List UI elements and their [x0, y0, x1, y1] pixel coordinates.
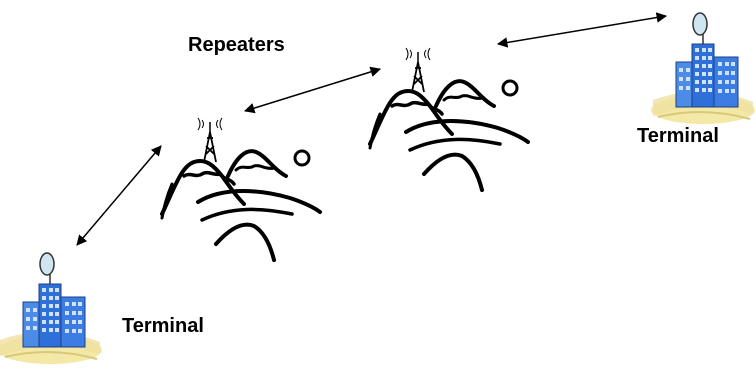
repeater-2 [368, 46, 530, 192]
radio-tower-mountain-icon [368, 46, 530, 192]
link-arrow-repeater1-repeater2 [243, 66, 382, 114]
repeater-1 [160, 116, 322, 262]
link-arrow-terminal-repeater1 [76, 145, 162, 246]
terminal-label-bottom: Terminal [122, 315, 204, 337]
repeaters-label: Repeaters [188, 34, 285, 56]
terminal-bottom-left [0, 252, 103, 365]
terminal-top-right [650, 12, 756, 125]
terminal-label-top: Terminal [637, 125, 719, 147]
radio-tower-mountain-icon [160, 116, 322, 262]
link-arrow-repeater2-terminal [496, 12, 668, 48]
building-icon [650, 12, 756, 125]
building-icon [0, 252, 103, 365]
